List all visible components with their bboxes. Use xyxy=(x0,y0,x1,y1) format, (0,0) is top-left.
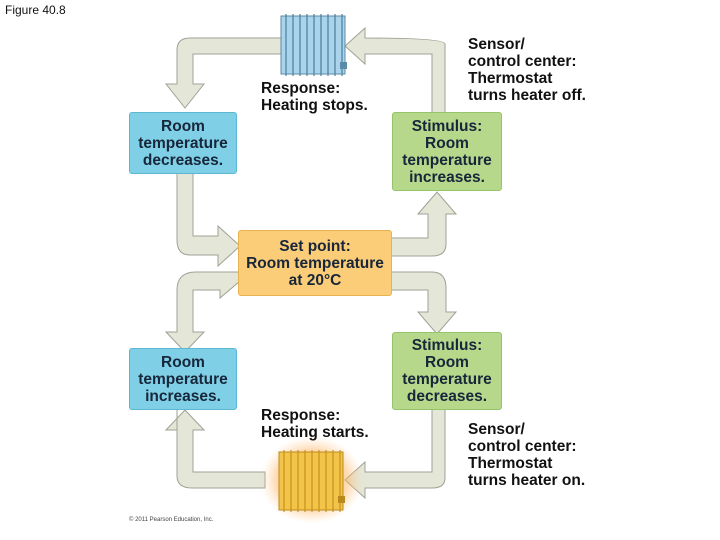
room-temperature-decreases-box: Room temperature decreases. xyxy=(129,112,237,174)
heater-off-icon xyxy=(280,14,347,76)
bottom-loop-arrows xyxy=(164,271,458,500)
arrow-to-room-decreases xyxy=(164,37,286,109)
arrow-to-heater-off xyxy=(344,26,446,121)
text-line: turns heater off. xyxy=(468,87,586,104)
sensor-turns-on: Sensor/ control center: Thermostat turns… xyxy=(468,421,585,489)
heater-on-icon xyxy=(260,436,364,524)
text-line: Sensor/ xyxy=(468,421,525,438)
stimulus-increases-box: Stimulus: Room temperature increases. xyxy=(392,112,502,191)
arrow-to-set-point-top xyxy=(176,171,241,268)
text-line: Heating stops. xyxy=(261,97,368,114)
text-line: Thermostat xyxy=(468,70,553,87)
box-line: temperature xyxy=(402,371,492,388)
box-line: increases. xyxy=(409,168,485,186)
box-line: Room temperature xyxy=(246,254,384,272)
box-line: Room xyxy=(161,117,205,135)
box-line: Stimulus: xyxy=(411,337,483,354)
text-line: turns heater on. xyxy=(468,472,586,489)
arrow-to-room-increases xyxy=(164,271,241,353)
text-line: Heating starts. xyxy=(261,424,369,441)
sensor-turns-off: Sensor/ control center: Thermostat turns… xyxy=(468,36,586,104)
box-line: at 20°C xyxy=(288,271,342,289)
response-heating-starts: Response: Heating starts. xyxy=(261,407,369,441)
arrow-from-heater-on xyxy=(164,408,266,489)
top-loop-arrows xyxy=(164,26,458,268)
arrow-to-stimulus-bottom xyxy=(389,271,458,335)
box-line: Stimulus: xyxy=(411,117,483,135)
text-line: control center: xyxy=(468,438,577,455)
text-line: Thermostat xyxy=(468,455,553,472)
box-line: Room xyxy=(425,354,469,371)
text-line: Sensor/ xyxy=(468,36,525,53)
set-point-box: Set point: Room temperature at 20°C xyxy=(238,230,392,296)
response-heating-stops: Response: Heating stops. xyxy=(261,80,368,114)
box-line: temperature xyxy=(138,134,228,152)
box-line: temperature xyxy=(138,370,228,388)
box-line: Set point: xyxy=(279,237,351,255)
box-line: Room xyxy=(161,353,205,371)
box-line: Room xyxy=(425,134,469,152)
stimulus-decreases-box: Stimulus: Room temperature decreases. xyxy=(392,332,502,410)
arrow-to-heater-on xyxy=(344,407,446,500)
box-line: decreases. xyxy=(142,151,224,169)
figure-label: Figure 40.8 xyxy=(5,3,66,17)
room-temperature-increases-box: Room temperature increases. xyxy=(129,348,237,410)
box-line: increases. xyxy=(145,387,221,405)
arrow-to-stimulus-top xyxy=(389,191,458,257)
box-line: temperature xyxy=(402,151,492,169)
text-line: control center: xyxy=(468,53,577,70)
text-line: Response: xyxy=(261,80,341,97)
copyright-notice: © 2011 Pearson Education, Inc. xyxy=(129,517,214,523)
text-line: Response: xyxy=(261,407,341,424)
box-line: decreases. xyxy=(406,388,488,405)
